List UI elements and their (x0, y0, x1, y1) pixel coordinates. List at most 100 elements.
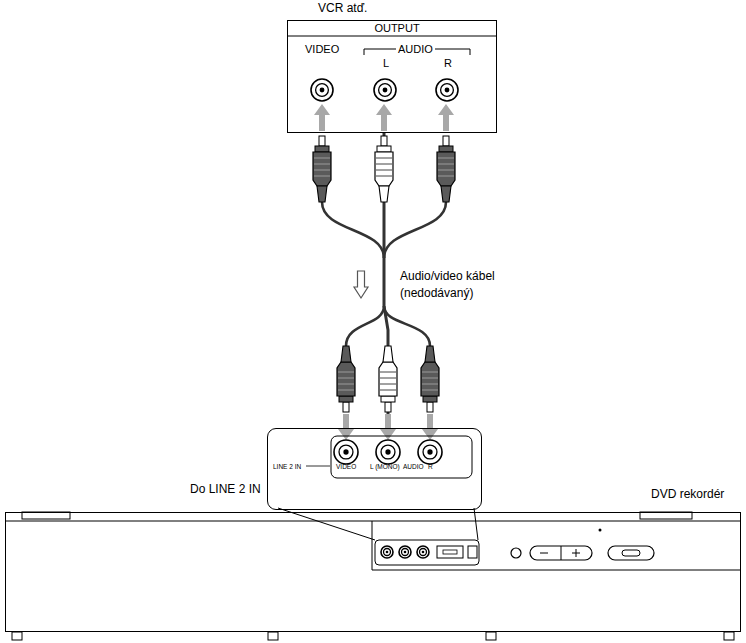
jack-ring (381, 546, 393, 558)
plug-grip (422, 378, 438, 379)
jack-pin (320, 88, 325, 93)
cable-label: Audio/video kábel (nedodávaný) (398, 268, 522, 302)
direction-arrow (438, 104, 454, 131)
foot (486, 632, 496, 640)
jack-ring (311, 79, 333, 101)
jack-pin (385, 449, 390, 454)
jack-pin (445, 88, 450, 93)
top-edge (5, 521, 741, 522)
usb-port (437, 546, 463, 558)
rca-jack (334, 440, 358, 464)
rca-jack (311, 79, 333, 101)
plug-boot (425, 346, 435, 362)
jack-pin (427, 449, 432, 454)
usb-slot (443, 550, 457, 554)
plug-body (337, 362, 355, 396)
jack-ring (436, 79, 458, 101)
plug-collar (381, 396, 395, 402)
jack-label: VIDEO (305, 43, 339, 56)
plug-boot (383, 346, 393, 362)
plug-body (379, 362, 397, 396)
plug-collar (339, 396, 353, 402)
plug-pin (343, 402, 349, 412)
minus-mark (540, 553, 548, 554)
plug-collar (315, 146, 329, 152)
heading-rule (287, 36, 497, 37)
jack-socket (441, 84, 454, 97)
jack-socket (423, 445, 437, 459)
plug-grip (438, 176, 454, 177)
rca-jack (417, 546, 429, 558)
rca-jack (418, 440, 442, 464)
plug-grip (380, 372, 396, 373)
cable-wire (322, 202, 384, 258)
cable-wire (346, 306, 384, 346)
jack-label: VIDEO (336, 463, 356, 470)
channel-button (530, 546, 592, 560)
panel-heading: OUTPUT (292, 22, 502, 35)
plug-boot (317, 186, 327, 202)
jack-ring (418, 440, 442, 464)
direction-arrow (376, 104, 392, 131)
jack-ring (334, 440, 358, 464)
plug-grip (438, 164, 454, 165)
jack-socket (381, 445, 395, 459)
plug-boot (441, 186, 451, 202)
front-jack-frame (375, 540, 479, 565)
callout-label: Do LINE 2 IN (190, 483, 261, 497)
jack-group-label: AUDIO (403, 463, 424, 470)
plug-collar (439, 146, 453, 152)
plug-grip (338, 384, 354, 385)
jack-socket (420, 549, 427, 556)
jack-ring (399, 546, 411, 558)
plug-body (313, 152, 331, 186)
plug-grip (314, 176, 330, 177)
label-rule (306, 466, 330, 467)
jack-pin (386, 551, 389, 554)
plug-grip (422, 372, 438, 373)
foot (12, 632, 22, 640)
plug-grip (376, 176, 392, 177)
jack-socket (316, 84, 329, 97)
power-button (608, 546, 654, 560)
plug-body (437, 152, 455, 186)
plug-pin (443, 136, 449, 146)
plug-pin (319, 136, 325, 146)
dvd-recorder: DVD rekordér (5, 512, 741, 632)
plug-grip (380, 390, 396, 391)
plug-grip (438, 170, 454, 171)
top-ledge (22, 512, 70, 519)
rca-jack (381, 546, 393, 558)
jack-socket (379, 84, 392, 97)
rca-plug (337, 346, 355, 412)
plug-pin (381, 136, 387, 146)
device-title: DVD rekordér (651, 488, 724, 502)
jack-frame (331, 436, 472, 478)
plug-grip (338, 372, 354, 373)
channel-label: R (428, 463, 433, 470)
plug-grip (438, 158, 454, 159)
plug-grip (422, 384, 438, 385)
plug-grip (422, 390, 438, 391)
plug-boot (341, 346, 351, 362)
plug-grip (314, 164, 330, 165)
plug-grip (314, 158, 330, 159)
plug-body (375, 152, 393, 186)
button (511, 548, 521, 558)
plug-grip (376, 158, 392, 159)
button-split (561, 546, 562, 560)
dv-port (468, 546, 477, 558)
panel-divider (372, 521, 373, 570)
cable-wire (384, 202, 446, 258)
plug-grip (380, 384, 396, 385)
foot (724, 632, 734, 640)
plug-boot (379, 186, 389, 202)
input-name: LINE 2 IN (273, 463, 301, 470)
rca-plug (313, 136, 331, 202)
plug-pin (427, 402, 433, 412)
plug-grip (314, 170, 330, 171)
plug-collar (423, 396, 437, 402)
plus-mark (572, 549, 580, 557)
